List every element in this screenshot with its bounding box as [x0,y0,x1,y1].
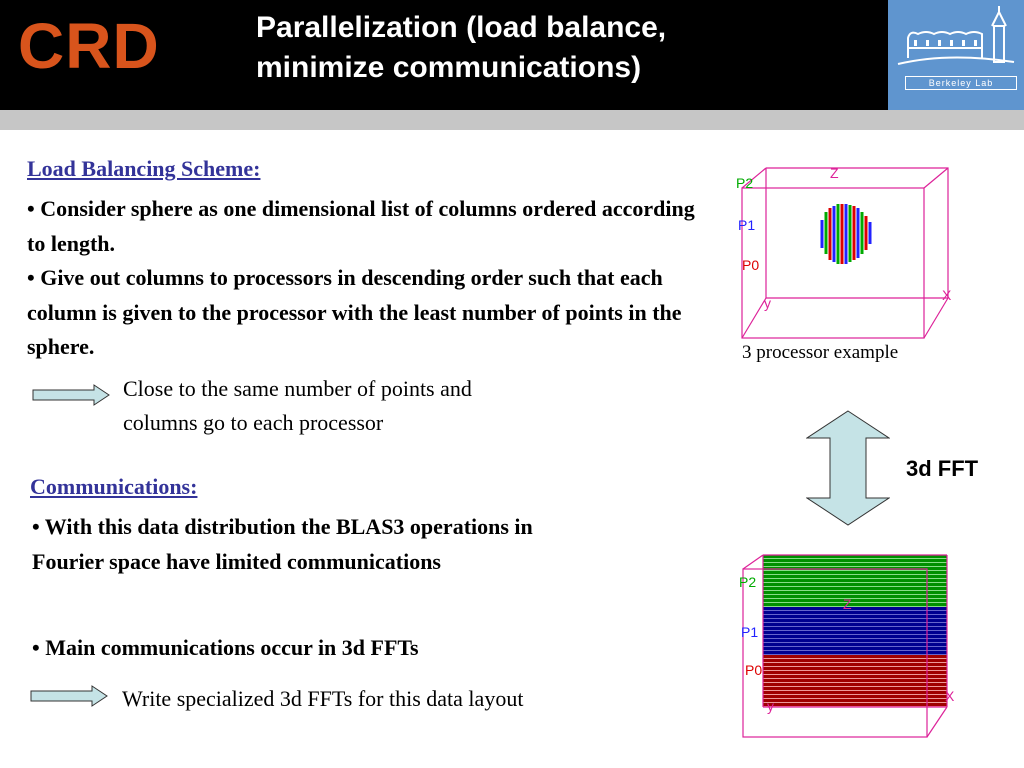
load-balancing-heading: Load Balancing Scheme: [27,156,261,181]
top-p2-label: P2 [736,175,753,191]
header-divider-bar [0,110,1024,130]
load-balancing-bullets: • Consider sphere as one dimensional lis… [27,192,712,365]
communications-result: Write specialized 3d FFTs for this data … [122,686,524,711]
load-balancing-bullet-1: • Consider sphere as one dimensional lis… [27,196,695,256]
top-p0-label: P0 [742,257,759,273]
right-arrow-icon [30,685,108,707]
sphere-columns-figure: P2 P1 P0 Z X y [736,165,952,339]
load-balancing-result-line-1: Close to the same number of points and [123,376,472,401]
crd-logo: CRD [18,10,160,82]
top-p1-label: P1 [738,217,755,233]
communications-heading: Communications: [30,474,198,499]
title-line-1: Parallelization (load balance, [256,11,667,44]
load-balancing-result: Close to the same number of points and c… [123,372,683,440]
right-arrow-icon [32,384,110,406]
slide-title: Parallelization (load balance, minimize … [256,8,856,88]
communications-bullet-1: • With this data distribution the BLAS3 … [32,514,533,574]
load-balancing-result-line-2: columns go to each processor [123,410,384,435]
bottom-p2-label: P2 [739,574,756,590]
berkeley-lab-logo [888,0,1024,110]
header-bar: CRD Parallelization (load balance, minim… [0,0,1024,110]
bottom-p1-label: P1 [741,624,758,640]
campanile-icon [897,6,1015,65]
bottom-x-axis-label: X [945,688,955,704]
load-balancing-bullet-2: • Give out columns to processors in desc… [27,265,682,359]
slab-layout-figure: P2 P1 P0 Z X y [739,554,955,738]
top-x-axis-label: X [942,287,952,303]
top-z-axis-label: Z [830,165,839,181]
bottom-p0-label: P0 [745,662,762,678]
double-arrow-icon [806,410,890,526]
bottom-y-axis-label: y [767,698,774,714]
top-y-axis-label: y [764,295,771,311]
fft-label: 3d FFT [906,456,979,481]
figure-caption: 3 processor example [742,342,899,363]
berkeley-lab-wordmark: Berkeley Lab [905,76,1017,90]
bottom-z-axis-label: Z [843,596,852,612]
communications-bullet-2: • Main communications occur in 3d FFTs [32,635,419,660]
title-line-2: minimize communications) [256,51,642,84]
